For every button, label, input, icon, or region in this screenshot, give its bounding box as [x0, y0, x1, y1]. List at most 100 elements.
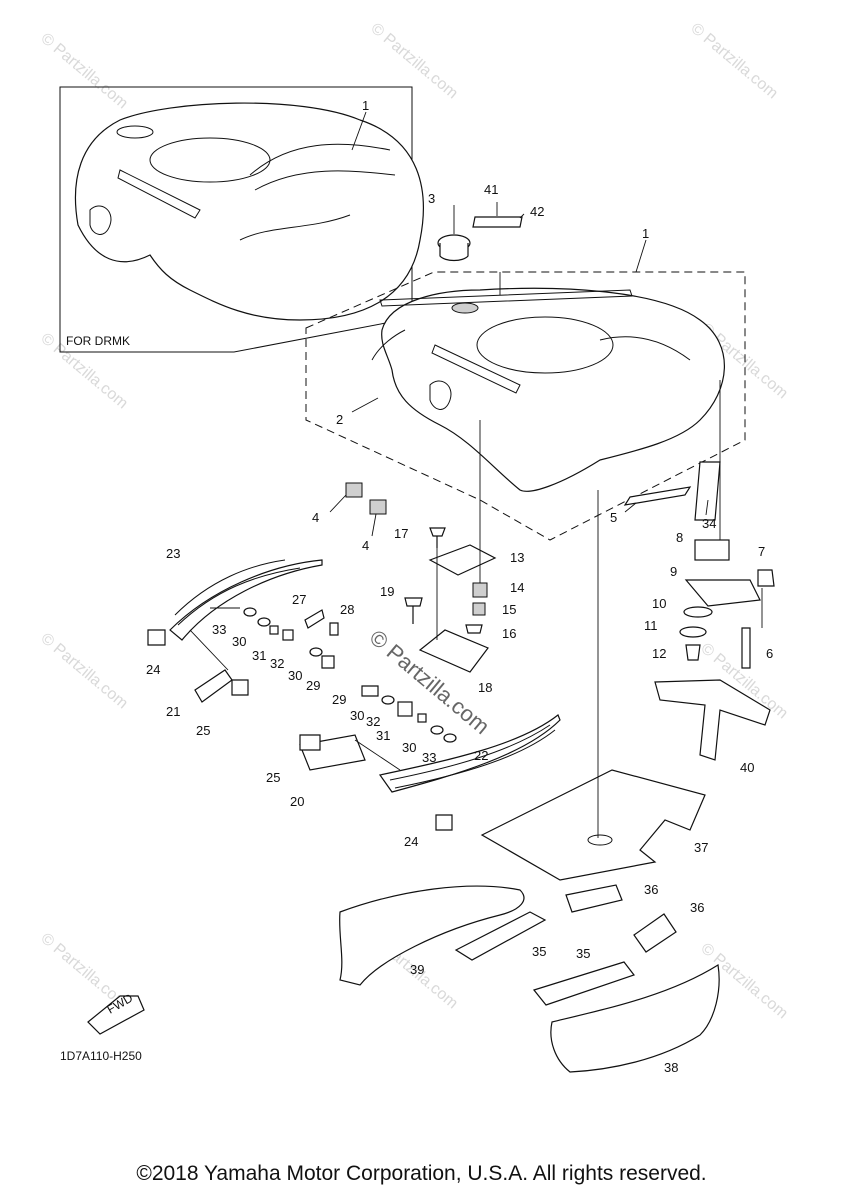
- callout: 4: [312, 510, 319, 525]
- callout: 31: [376, 728, 390, 743]
- leader: [519, 213, 525, 219]
- callout: 15: [502, 602, 516, 617]
- watermark: © Partzilla.com: [687, 20, 781, 102]
- callout: 35: [532, 944, 546, 959]
- bracket-40: [654, 679, 771, 761]
- inset-label: FOR DRMK: [66, 334, 130, 348]
- callout: 39: [410, 962, 424, 977]
- tank-graphic: [599, 336, 691, 361]
- callout: 32: [270, 656, 284, 671]
- watermark: © Partzilla.com: [37, 30, 131, 112]
- callout: 33: [422, 750, 436, 765]
- washer-10: [683, 606, 713, 618]
- inset-tank-panel: [149, 137, 271, 183]
- callout: 36: [644, 882, 658, 897]
- callout: 14: [510, 580, 524, 595]
- pad: [623, 486, 692, 506]
- collar-25-lower: [299, 734, 321, 751]
- callout: 13: [510, 550, 524, 565]
- collar-15: [472, 602, 486, 616]
- bolt-24-left: [147, 629, 166, 646]
- collar-25-left: [231, 679, 249, 696]
- callout: 42: [530, 204, 544, 219]
- inset-bracket: [117, 169, 201, 219]
- emblem-21: [194, 669, 233, 703]
- leader: [705, 499, 709, 516]
- bolt-12: [685, 644, 701, 661]
- fuel-cap-body: [439, 243, 469, 262]
- mat-37-hole: [587, 834, 613, 846]
- callout: 11: [644, 618, 658, 633]
- bolt-24-lower: [435, 814, 453, 831]
- bolt-29: [361, 685, 379, 697]
- fwd-arrow-shape: [87, 995, 145, 1035]
- nut-7: [757, 569, 775, 587]
- damper-14: [472, 582, 488, 598]
- bolt-19: [404, 597, 423, 624]
- callout: 24: [404, 834, 418, 849]
- emblem-23: [169, 559, 323, 641]
- callout: 36: [690, 900, 704, 915]
- fwd-arrow: FWD: [87, 991, 145, 1035]
- tank-emblem: [429, 380, 452, 410]
- callout: 35: [576, 946, 590, 961]
- leader: [635, 239, 647, 273]
- washer-30: [381, 695, 395, 705]
- callout: 10: [652, 596, 666, 611]
- fuel-tank: [371, 287, 725, 492]
- stud-6: [741, 627, 751, 669]
- callout: 30: [350, 708, 364, 723]
- callout: 41: [484, 182, 498, 197]
- callout: 34: [702, 516, 716, 531]
- callout: 37: [694, 840, 708, 855]
- callout: 24: [146, 662, 160, 677]
- callout: 6: [766, 646, 773, 661]
- damper: [345, 482, 363, 498]
- watermark: © Partzilla.com: [367, 20, 461, 102]
- callout: 29: [306, 678, 320, 693]
- inset-tank-emblem: [89, 205, 112, 235]
- callout: 28: [340, 602, 354, 617]
- damper-36: [565, 884, 623, 913]
- tank-stripe-top: [379, 289, 633, 307]
- callout: 1: [642, 226, 649, 241]
- callout: 9: [670, 564, 677, 579]
- watermark: © Partzilla.com: [37, 630, 131, 712]
- label-41-42: [472, 216, 523, 228]
- callout: 30: [288, 668, 302, 683]
- damper: [369, 499, 387, 515]
- callout: 2: [336, 412, 343, 427]
- inset-frame: [59, 86, 413, 353]
- mat-37: [480, 769, 706, 881]
- callout: 25: [266, 770, 280, 785]
- diagram-code: 1D7A110-H250: [60, 1049, 142, 1063]
- tank-stripe-side: [371, 329, 406, 361]
- inset-filler-cap: [116, 125, 154, 139]
- callout: 20: [290, 794, 304, 809]
- leader: [624, 502, 637, 513]
- bracket-13: [428, 544, 497, 576]
- cover-39: [339, 885, 525, 986]
- bolt-17: [429, 527, 446, 548]
- assembly-boundary: [305, 271, 746, 541]
- callout: 7: [758, 544, 765, 559]
- copyright-notice: ©2018 Yamaha Motor Corporation, U.S.A. A…: [136, 1162, 707, 1185]
- washer-11: [679, 626, 707, 638]
- damper-35: [454, 911, 547, 961]
- callout: 27: [292, 592, 306, 607]
- collar-31: [269, 625, 279, 635]
- leader: [351, 111, 367, 151]
- callout: 19: [380, 584, 394, 599]
- leader: [351, 397, 379, 413]
- leader: [371, 513, 377, 537]
- collar-32: [397, 701, 413, 717]
- callout: 12: [652, 646, 666, 661]
- callout: 40: [740, 760, 754, 775]
- callout: 31: [252, 648, 266, 663]
- callout: 29: [332, 692, 346, 707]
- emblem-23-stripes: [174, 559, 301, 626]
- washer-33: [443, 733, 457, 743]
- callout: 21: [166, 704, 180, 719]
- tank-mount-bracket: [431, 344, 521, 394]
- callouts: 1 2 3 4 4 5 6 7 8 9 10 11 12 13 14 15 16…: [146, 182, 773, 1075]
